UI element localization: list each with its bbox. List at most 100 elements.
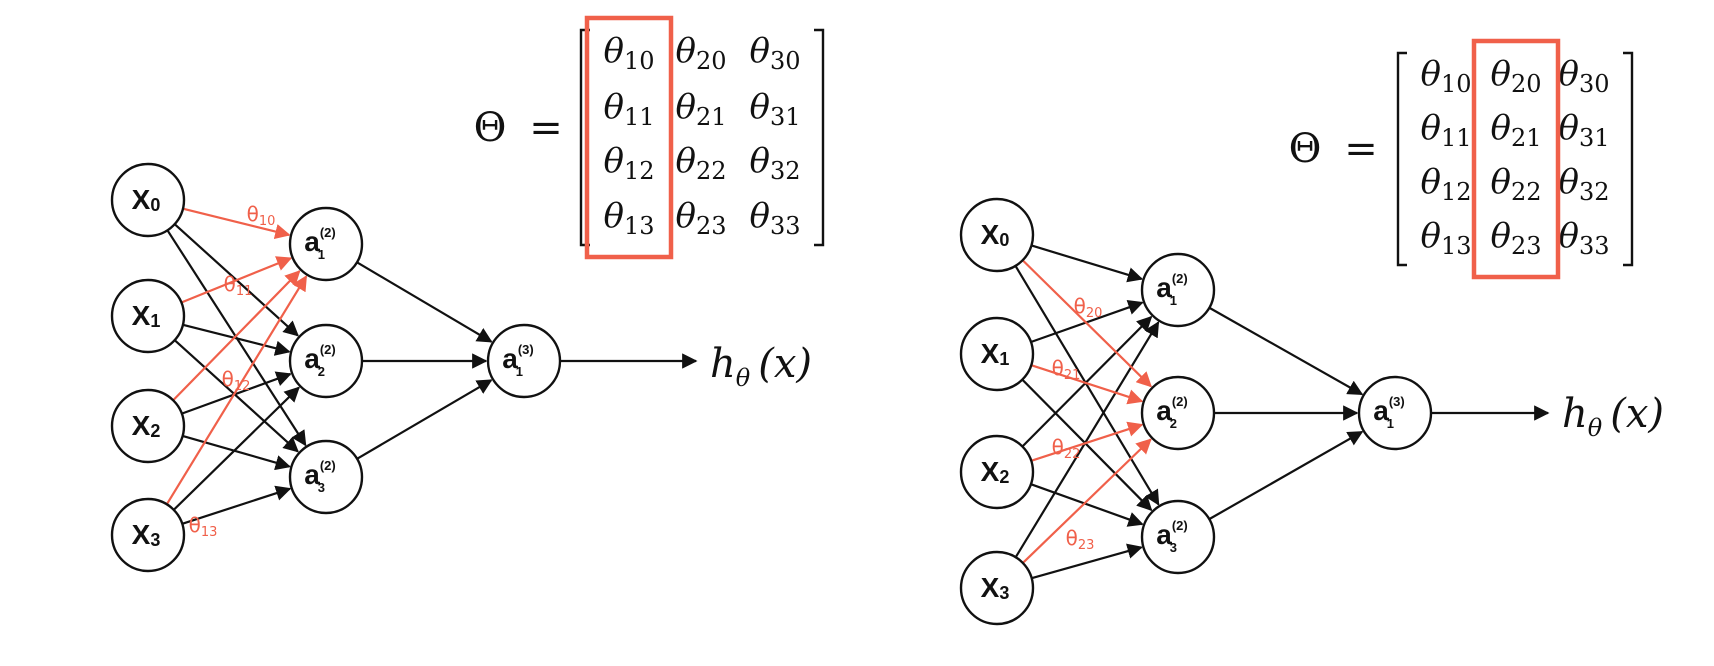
hidden-node-label-a3: a(2)3 xyxy=(304,458,335,495)
weight-label-1: θ21 xyxy=(1052,356,1081,383)
matrix-cell-r3-c1: θ23 xyxy=(675,196,726,240)
theta-symbol: Θ xyxy=(474,105,507,151)
edge-a1-output xyxy=(356,261,493,343)
matrix-cell-r3-c0: θ13 xyxy=(1420,216,1471,260)
input-node-label-x0: X0 xyxy=(132,184,161,215)
hidden-node-label-a1: a(2)1 xyxy=(304,225,335,262)
hidden-node-label-a2: a(2)2 xyxy=(1156,394,1187,431)
matrix-cell-r0-c2: θ30 xyxy=(1558,54,1609,98)
matrix-right-bracket xyxy=(1623,51,1634,267)
output-node-label: a(3)1 xyxy=(502,342,533,379)
matrix-cell-r0-c2: θ30 xyxy=(749,31,800,75)
matrix-cell-r2-c2: θ32 xyxy=(1558,162,1609,206)
weight-label-3: θ23 xyxy=(1066,526,1095,553)
matrix-cell-r2-c0: θ12 xyxy=(1420,162,1471,206)
input-node-x3 xyxy=(959,550,1035,626)
hidden-node-label-a1: a(2)1 xyxy=(1156,271,1187,308)
matrix-cell-r0-c0: θ10 xyxy=(1420,54,1471,98)
matrix-cell-r1-c2: θ31 xyxy=(749,87,800,131)
edge-x0-a3 xyxy=(1014,265,1160,506)
hidden-node-a3 xyxy=(1140,499,1216,575)
matrix-cell-r0-c0: θ10 xyxy=(603,31,654,75)
hidden-node-a1 xyxy=(1140,252,1216,328)
matrix-cell-r2-c2: θ32 xyxy=(749,141,800,185)
matrix-cell-r3-c1: θ23 xyxy=(1490,216,1541,260)
equals-sign: = xyxy=(529,105,563,151)
network-diagram-left: X0X1X2X3a(2)1a(2)2a(2)3a(3)1θ10θ11θ12θ13… xyxy=(110,15,825,573)
edge-a3-output xyxy=(356,379,493,460)
weighted-edge-x1-a1 xyxy=(180,256,293,304)
theta-matrix: Θ = θ10 θ20 θ30 θ11 θ21 θ31 θ12 θ22 θ32 θ13 θ23 θ33 xyxy=(1289,38,1634,280)
weight-label-1: θ11 xyxy=(224,272,253,299)
output-node xyxy=(1357,375,1433,451)
weighted-edge-x2-a1 xyxy=(172,270,301,402)
matrix-cell-r2-c0: θ12 xyxy=(603,141,654,185)
hidden-node-a2 xyxy=(1140,375,1216,451)
matrix-cell-r3-c2: θ33 xyxy=(749,196,800,240)
weight-label-2: θ22 xyxy=(1052,435,1081,462)
weighted-edge-x0-a1 xyxy=(182,207,291,240)
matrix-cell-r1-c1: θ21 xyxy=(675,87,726,131)
edge-a3-output xyxy=(1208,430,1364,521)
hidden-node-a3 xyxy=(288,439,364,515)
input-node-x0 xyxy=(959,197,1035,273)
matrix-cell-r0-c1: θ20 xyxy=(675,31,726,75)
matrix-cell-r0-c1: θ20 xyxy=(1490,54,1541,98)
matrix-cell-r3-c0: θ13 xyxy=(603,196,654,240)
input-node-x1 xyxy=(110,278,186,354)
hypothesis-label: hθ(x) xyxy=(1562,391,1664,442)
output-node-label: a(3)1 xyxy=(1373,394,1404,431)
input-node-x2 xyxy=(110,388,186,464)
weighted-edge-x1-a2 xyxy=(1030,364,1144,405)
input-node-label-x0: X0 xyxy=(981,219,1010,250)
edge-a1-output xyxy=(1208,306,1364,396)
matrix-cell-r3-c2: θ33 xyxy=(1558,216,1609,260)
matrix-cell-r1-c2: θ31 xyxy=(1558,108,1609,152)
matrix-cell-r1-c0: θ11 xyxy=(1420,108,1471,152)
edge-x2-a2 xyxy=(181,371,292,415)
input-node-x1 xyxy=(959,316,1035,392)
output-node xyxy=(486,323,562,399)
edge-x2-a3 xyxy=(182,434,291,471)
weighted-edge-x3-a1 xyxy=(165,275,308,505)
matrix-cell-r2-c1: θ22 xyxy=(675,141,726,185)
matrix-right-bracket xyxy=(814,28,825,247)
weighted-edge-x3-a2 xyxy=(1022,438,1152,564)
weighted-edge-x0-a2 xyxy=(1021,259,1153,388)
matrix-left-bracket xyxy=(1396,51,1407,267)
hypothesis-label: hθ(x) xyxy=(710,341,812,392)
hidden-node-a1 xyxy=(288,206,364,282)
input-node-label-x2: X2 xyxy=(132,410,161,441)
edge-x0-a1 xyxy=(1031,244,1144,283)
input-node-label-x2: X2 xyxy=(981,456,1010,487)
input-node-x2 xyxy=(959,434,1035,510)
input-node-label-x1: X1 xyxy=(132,300,161,331)
equals-sign: = xyxy=(1344,126,1378,172)
weight-label-2: θ12 xyxy=(222,367,251,394)
edge-x1-a3 xyxy=(173,339,299,453)
hidden-node-a2 xyxy=(288,323,364,399)
theta-matrix: Θ = θ10 θ20 θ30 θ11 θ21 θ31 θ12 θ22 θ32 θ13 θ23 θ33 xyxy=(474,15,825,260)
edge-x3-a1 xyxy=(1014,321,1160,558)
highlighted-column-box xyxy=(1471,38,1561,280)
input-node-label-x3: X3 xyxy=(132,519,161,550)
input-node-label-x3: X3 xyxy=(981,572,1010,603)
highlighted-column-box xyxy=(584,15,674,260)
edge-x3-a2 xyxy=(172,386,300,511)
edge-x1-a3 xyxy=(1021,378,1153,512)
input-node-x3 xyxy=(110,497,186,573)
input-node-x0 xyxy=(110,162,186,238)
theta-symbol: Θ xyxy=(1289,126,1322,172)
matrix-cell-r2-c1: θ22 xyxy=(1490,162,1541,206)
matrix-cell-r1-c1: θ21 xyxy=(1490,108,1541,152)
hidden-node-label-a3: a(2)3 xyxy=(1156,518,1187,555)
input-node-label-x1: X1 xyxy=(981,338,1010,369)
weight-label-0: θ20 xyxy=(1074,294,1103,321)
edge-x2-a1 xyxy=(1021,315,1153,448)
edge-x2-a3 xyxy=(1030,483,1144,527)
edge-x3-a3 xyxy=(181,485,292,525)
weight-label-3: θ13 xyxy=(189,513,218,540)
matrix-cell-r1-c0: θ11 xyxy=(603,87,654,131)
